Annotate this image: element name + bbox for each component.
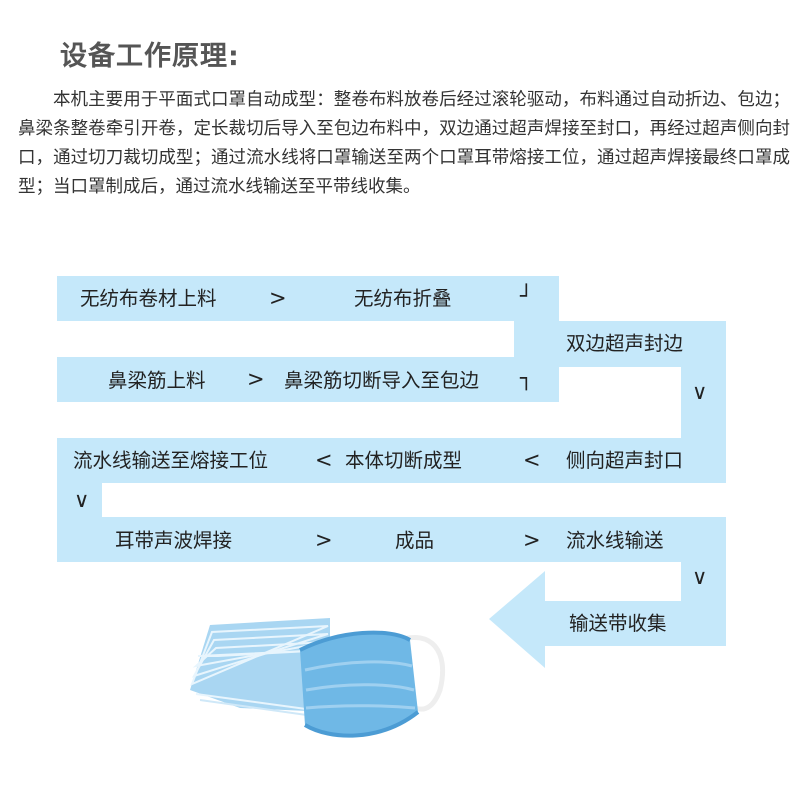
step-ear-loop-welding: 耳带声波焊接 bbox=[115, 529, 233, 552]
description-paragraph: 本机主要用于平面式口罩自动成型：整卷布料放卷后经过滚轮驱动，布料通过自动折边、包… bbox=[18, 90, 790, 197]
arrow-right-1: > bbox=[269, 286, 287, 310]
step-side-sealing: 侧向超声封口 bbox=[566, 449, 684, 472]
arrow-down-2: ∨ bbox=[74, 488, 90, 512]
arrow-right-2: > bbox=[247, 367, 265, 391]
step-finished-product: 成品 bbox=[395, 529, 435, 552]
arrow-right-4: > bbox=[523, 528, 541, 552]
step-fabric-loading: 无纺布卷材上料 bbox=[80, 287, 217, 310]
flow-band-row4 bbox=[57, 517, 726, 562]
mask-single-image bbox=[299, 630, 446, 738]
step-body-cutting: 本体切断成型 bbox=[345, 449, 463, 472]
step-conveyor-output: 流水线输送 bbox=[566, 529, 664, 552]
collection-arrow bbox=[489, 571, 726, 668]
step-nose-wire-loading: 鼻梁筋上料 bbox=[108, 369, 206, 392]
arrow-left-1: < bbox=[315, 448, 333, 472]
step-fabric-folding: 无纺布折叠 bbox=[354, 287, 452, 310]
arrow-right-3: > bbox=[315, 528, 333, 552]
corner-turn-up: ┐ bbox=[520, 366, 533, 390]
arrow-down-3: ∨ bbox=[692, 565, 708, 589]
step-double-edge-sealing: 双边超声封边 bbox=[566, 332, 684, 355]
step-nose-wire-cutting: 鼻梁筋切断导入至包边 bbox=[284, 369, 480, 392]
flow-band-row3 bbox=[57, 438, 726, 483]
corner-turn-down: ┘ bbox=[520, 284, 533, 308]
arrow-left-2: < bbox=[523, 448, 541, 472]
arrow-down-1: ∨ bbox=[692, 380, 708, 404]
step-conveyor-to-welding: 流水线输送至熔接工位 bbox=[73, 449, 269, 472]
page-title: 设备工作原理: bbox=[60, 41, 240, 72]
step-belt-collection: 输送带收集 bbox=[569, 612, 667, 635]
flow-band-row2-left bbox=[57, 357, 559, 402]
flow-band-row1 bbox=[57, 276, 559, 321]
